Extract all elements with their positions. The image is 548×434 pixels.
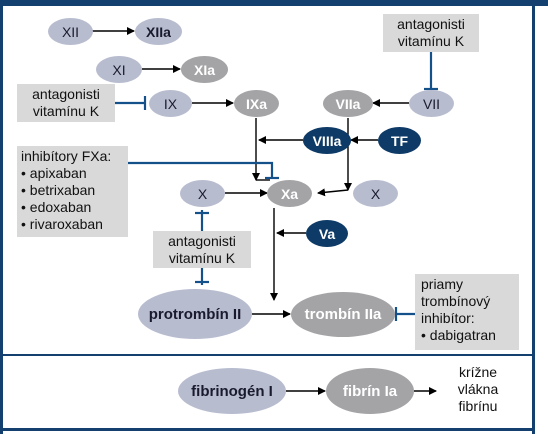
- node-x-right: X: [353, 180, 398, 207]
- box-thrombin-inhibitor: priamy trombínový inhibítor: dabigatran: [415, 274, 519, 350]
- box-line: vitamínu K: [168, 250, 236, 266]
- node-xii: XII: [48, 18, 93, 45]
- node-fibrinogen: fibrinogén I: [178, 368, 286, 414]
- node-xa: Xa: [267, 180, 312, 207]
- node-xia: XIa: [181, 56, 228, 83]
- fxa-title: inhibítory FXa:: [21, 148, 112, 164]
- node-xi: XI: [96, 56, 142, 83]
- box-line: vitamínu K: [397, 33, 465, 49]
- box-fxa-inhibitors: inhibítory FXa: apixaban betrixaban edox…: [17, 146, 128, 237]
- node-x-left: X: [180, 180, 225, 207]
- node-ix: IX: [149, 90, 192, 117]
- box-line: antagonisti: [32, 86, 100, 102]
- node-fibrin: fibrín Ia: [326, 368, 414, 414]
- right-border: [532, 0, 535, 434]
- box-antagonists-mid: antagonisti vitamínu K: [153, 231, 251, 268]
- thrombin-list: dabigatran: [421, 327, 513, 344]
- node-trombin: trombín IIa: [291, 292, 395, 337]
- box-line: vitamínu K: [32, 103, 100, 119]
- box-antagonists-top: antagonisti vitamínu K: [383, 14, 479, 52]
- fxa-list: apixaban betrixaban edoxaban rivaroxaban: [21, 165, 124, 233]
- node-protrombin: protrombín II: [138, 289, 252, 339]
- node-vii: VII: [409, 90, 454, 117]
- node-va: Va: [306, 220, 348, 247]
- bottom-border: [0, 428, 535, 431]
- node-xiia: XIIa: [135, 18, 182, 45]
- thrombin-item: dabigatran: [421, 327, 513, 344]
- box-line: inhibítor:: [421, 310, 475, 326]
- crosslinked-line: krížne: [458, 364, 498, 380]
- left-border: [0, 0, 3, 434]
- fxa-item: apixaban: [21, 165, 124, 182]
- top-bar: [0, 0, 548, 6]
- fxa-item: edoxaban: [21, 199, 124, 216]
- box-line: antagonisti: [168, 233, 236, 249]
- crosslinked-line: vlákna: [457, 381, 499, 397]
- crosslinked-line: fibrínu: [458, 398, 498, 414]
- fxa-item: betrixaban: [21, 182, 124, 199]
- fxa-item: rivaroxaban: [21, 216, 124, 233]
- crosslinked-fibrin-label: krížne vlákna fibrínu: [438, 364, 518, 415]
- node-viia: VIIa: [323, 90, 373, 117]
- box-line: antagonisti: [397, 16, 465, 32]
- node-ixa: IXa: [234, 90, 279, 117]
- divider-line: [3, 354, 532, 356]
- node-viiia: VIIIa: [303, 127, 351, 154]
- inhibit-fxa: [128, 161, 274, 178]
- box-antagonists-left: antagonisti vitamínu K: [17, 84, 115, 122]
- box-line: trombínový: [421, 293, 491, 309]
- arrow-viia-xa: [317, 188, 349, 197]
- node-tf: TF: [378, 127, 421, 154]
- box-line: priamy: [421, 276, 464, 292]
